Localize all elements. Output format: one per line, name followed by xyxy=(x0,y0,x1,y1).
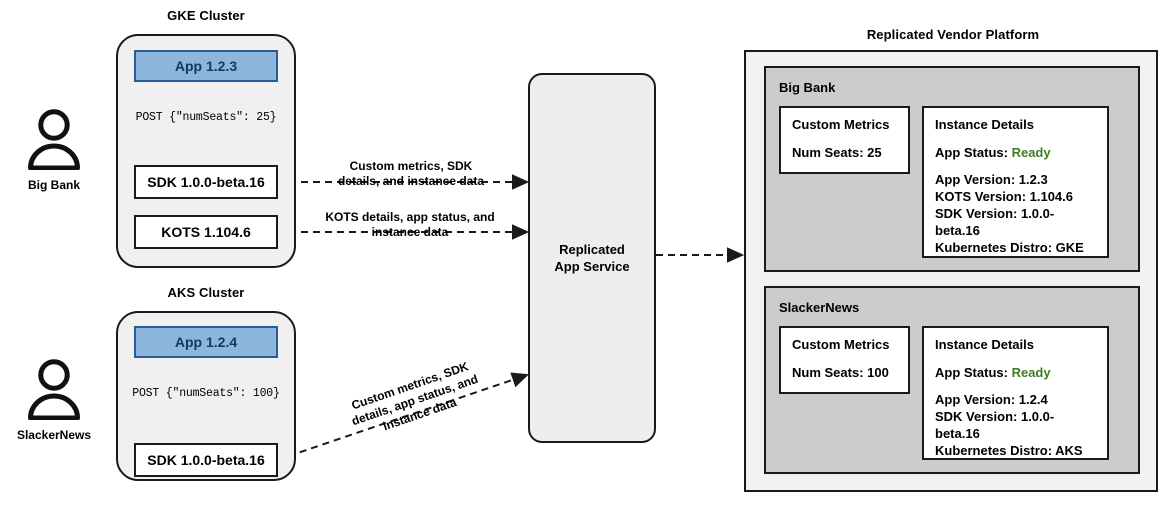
detail-row: App Version: 1.2.4 xyxy=(935,392,1048,407)
gke-kots-box[interactable]: KOTS 1.104.6 xyxy=(134,215,278,249)
tenant-card-slackernews[interactable]: SlackerNews Custom Metrics Num Seats: 10… xyxy=(764,286,1140,474)
person-icon xyxy=(28,109,80,171)
edge-label-line2: details, and instance data xyxy=(337,174,485,188)
edge-label-line1: KOTS details, app status, and xyxy=(325,210,495,224)
service-line-2: App Service xyxy=(554,259,630,274)
spacer xyxy=(935,161,1096,171)
aks-cluster-title: AKS Cluster xyxy=(167,285,245,300)
gke-post-label: POST {"numSeats": 25} xyxy=(135,111,277,124)
instance-details-heading: Instance Details xyxy=(935,117,1034,132)
instance-details-heading: Instance Details xyxy=(935,337,1034,352)
person-icon xyxy=(28,359,80,421)
tenant-name: SlackerNews xyxy=(779,300,860,315)
detail-row: Kubernetes Distro: GKE xyxy=(935,240,1084,255)
actor-label: SlackerNews xyxy=(16,428,92,442)
aks-app-box[interactable]: App 1.2.4 xyxy=(134,326,278,358)
vendor-platform-box[interactable]: Big Bank Custom Metrics Num Seats: 25 In… xyxy=(744,50,1158,492)
tenant-card-big-bank[interactable]: Big Bank Custom Metrics Num Seats: 25 In… xyxy=(764,66,1140,272)
custom-metrics-row: Num Seats: 100 xyxy=(792,365,889,380)
aks-post-label: POST {"numSeats": 100} xyxy=(132,387,280,400)
spacer xyxy=(935,381,1096,391)
edge-label-kots-to-service: KOTS details, app status, and instance d… xyxy=(310,210,510,240)
edge-label-aks-sdk-to-service: Custom metrics, SDK details, app status,… xyxy=(318,348,512,452)
gke-app-box[interactable]: App 1.2.3 xyxy=(134,50,278,82)
custom-metrics-panel[interactable]: Custom Metrics Num Seats: 100 xyxy=(779,326,910,394)
app-status-row: App Status: Ready xyxy=(935,364,1096,381)
app-status-label: App Status: xyxy=(935,365,1008,380)
detail-row: SDK Version: 1.0.0-beta.16 xyxy=(935,206,1055,238)
gke-sdk-box[interactable]: SDK 1.0.0-beta.16 xyxy=(134,165,278,199)
replicated-app-service-box[interactable]: Replicated App Service xyxy=(528,73,656,443)
tenant-name: Big Bank xyxy=(779,80,836,95)
app-status-row: App Status: Ready xyxy=(935,144,1096,161)
custom-metrics-panel[interactable]: Custom Metrics Num Seats: 25 xyxy=(779,106,910,174)
custom-metrics-heading: Custom Metrics xyxy=(792,117,890,132)
instance-details-panel[interactable]: Instance Details App Status: Ready App V… xyxy=(922,106,1109,258)
detail-row: SDK Version: 1.0.0-beta.16 xyxy=(935,409,1055,441)
actor-slackernews: SlackerNews xyxy=(17,358,107,443)
app-status-label: App Status: xyxy=(935,145,1008,160)
actor-label: Big Bank xyxy=(27,178,80,192)
detail-row: KOTS Version: 1.104.6 xyxy=(935,189,1074,204)
custom-metrics-row: Num Seats: 25 xyxy=(792,145,882,160)
detail-row: App Version: 1.2.3 xyxy=(935,172,1048,187)
custom-metrics-heading: Custom Metrics xyxy=(792,337,890,352)
status-badge: Ready xyxy=(1011,365,1051,380)
detail-row: Kubernetes Distro: AKS xyxy=(935,443,1083,458)
service-line-1: Replicated xyxy=(559,242,625,257)
platform-title: Replicated Vendor Platform xyxy=(866,27,1040,42)
edge-label-line1: Custom metrics, SDK xyxy=(349,159,473,173)
gke-cluster-title: GKE Cluster xyxy=(167,8,245,23)
status-badge: Ready xyxy=(1011,145,1051,160)
edge-label-sdk-to-service: Custom metrics, SDK details, and instanc… xyxy=(330,159,492,189)
aks-sdk-box[interactable]: SDK 1.0.0-beta.16 xyxy=(134,443,278,477)
instance-details-panel[interactable]: Instance Details App Status: Ready App V… xyxy=(922,326,1109,460)
edge-label-line2: instance data xyxy=(371,225,449,239)
actor-big-bank: Big Bank xyxy=(26,108,82,193)
